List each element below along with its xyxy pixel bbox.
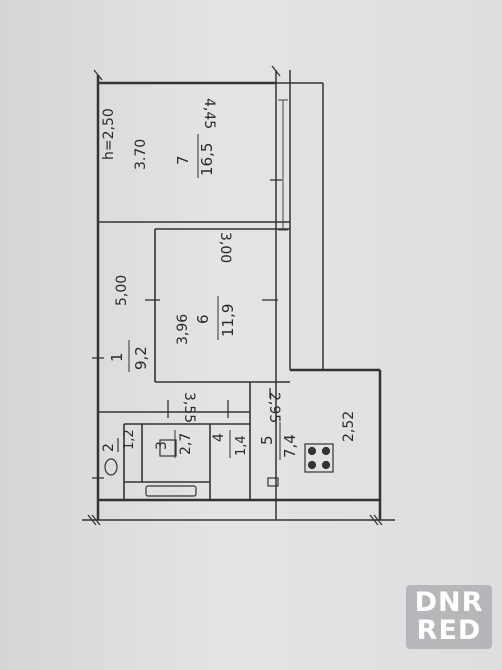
burner [307,460,317,470]
kitchen-sink-icon [267,477,279,487]
door-ticks [87,65,383,526]
room7-dim-b: 4,45 [201,98,217,129]
room2-area: 1,2 [122,429,137,450]
room5-dim-b: 2,95 [266,392,282,423]
toilet-icon [104,458,118,476]
room6-dim-a: 3,96 [175,314,191,345]
wall-break [271,65,281,77]
window-balcony [278,99,288,231]
watermark-line2: RED [416,615,482,646]
room1-dim-a: 5,00 [114,275,130,306]
room5-area: 7,4 [281,434,299,458]
wall-break [373,514,383,526]
room1-area: 9,2 [132,346,150,370]
fixtures [104,438,334,497]
room6-dim-b: 3,00 [217,232,233,263]
passage-dimension: 3,55 [181,392,197,423]
wall-break [369,514,379,526]
watermark-line1: DNR [414,587,484,618]
room7-dim-a: 3.70 [133,139,149,170]
stove-icon [304,443,334,473]
room5-dim-a: 2,52 [341,411,357,442]
room7-area: 16,5 [198,143,216,176]
room6-number: 6 [194,314,212,324]
wall-break [91,514,101,526]
labels: h=2,50 3.70 4,45 7 16,5 3,00 3,96 6 11,9… [101,98,357,460]
room4-number: 4 [211,433,227,442]
burner [321,446,331,456]
room5-number: 5 [258,435,276,445]
bathtub [145,485,197,497]
exterior-walls [82,70,395,521]
sink-icon [159,439,177,457]
burner [307,446,317,456]
watermark-logo: DNR RED [406,585,492,649]
room2-number: 2 [101,443,117,452]
room1-number: 1 [108,352,126,362]
room3-area: 2,7 [178,433,194,455]
ceiling-height-label: h=2,50 [101,108,117,160]
room3-number: 3 [154,441,170,450]
wall-break [93,69,103,81]
room6-area: 11,9 [219,304,237,337]
room4-area: 1,4 [234,435,249,456]
wall-break [87,514,97,526]
burner [321,460,331,470]
room7-number: 7 [174,155,192,165]
interior-walls [98,221,290,500]
